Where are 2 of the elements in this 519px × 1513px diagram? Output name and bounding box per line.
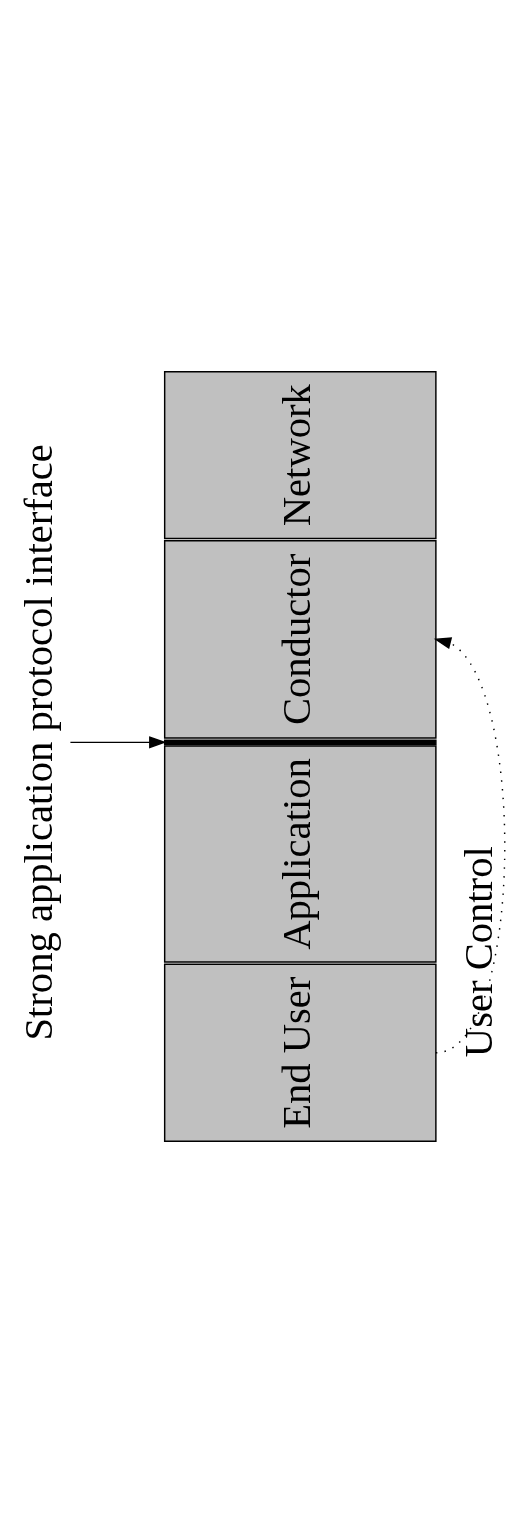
node-text: Strong application protocol interface	[16, 444, 62, 1041]
edge-label: User Control	[456, 846, 502, 1058]
